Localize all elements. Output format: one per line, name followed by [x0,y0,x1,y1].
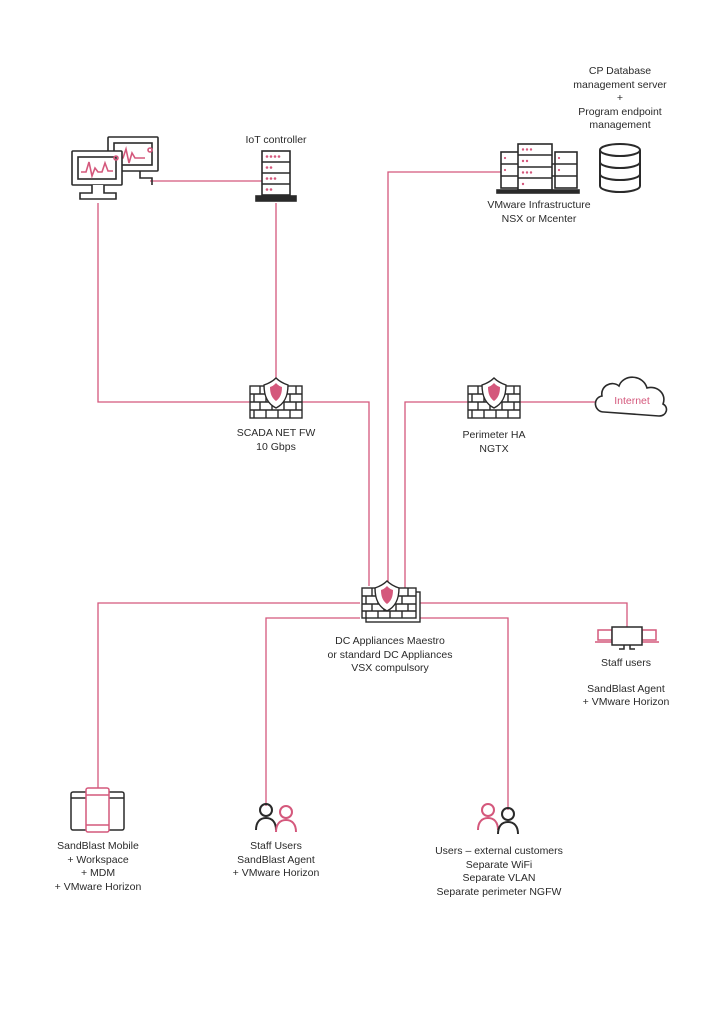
spacer [583,671,670,683]
server-cluster-icon [496,143,580,194]
connection-lines [97,171,628,810]
server-rack-icon [255,150,297,202]
cloud-icon [594,376,668,417]
link-perimeter-dc [404,401,470,590]
firewall-icon [249,377,303,419]
link-dc-external [420,617,509,810]
internet-label: Internet [614,395,650,407]
staff-users-right-label: Staff users SandBlast Agent + VMware Hor… [582,657,670,708]
dc-appliances-label: DC Appliances Maestro or standard DC App… [327,635,453,674]
link-dc-staff-bottom [265,617,360,806]
monitoring-workstations-icon [71,136,159,200]
perimeter-ha-label: Perimeter HA NGTX [462,429,526,455]
database-icon [599,143,641,193]
mobile-devices-icon [70,787,125,833]
iot-controller-label: IoT controller [245,134,307,146]
firewall-stack-icon [361,580,421,623]
link-scada-dc [302,401,370,586]
firewall-icon [467,377,521,419]
link-dc-mobile [97,602,360,790]
scada-fw-label: SCADA NET FW 10 Gbps [236,427,316,453]
users-icon [255,803,297,833]
desktop-laptops-icon [595,626,659,650]
staff-users-bottom-label: Staff Users SandBlast Agent + VMware Hor… [232,840,320,879]
cp-database-label: CP Database management server + Program … [573,65,667,131]
users-icon [477,803,519,835]
sandblast-mobile-label: SandBlast Mobile + Workspace + MDM + VMw… [54,840,142,893]
link-vmware-dc [387,171,502,582]
link-monitors-scada [97,203,252,403]
external-users-label: Users – external customers Separate WiFi… [435,845,563,898]
link-dc-staff-right [420,602,628,628]
vmware-infrastructure-label: VMware Infrastructure NSX or Mcenter [487,199,591,225]
